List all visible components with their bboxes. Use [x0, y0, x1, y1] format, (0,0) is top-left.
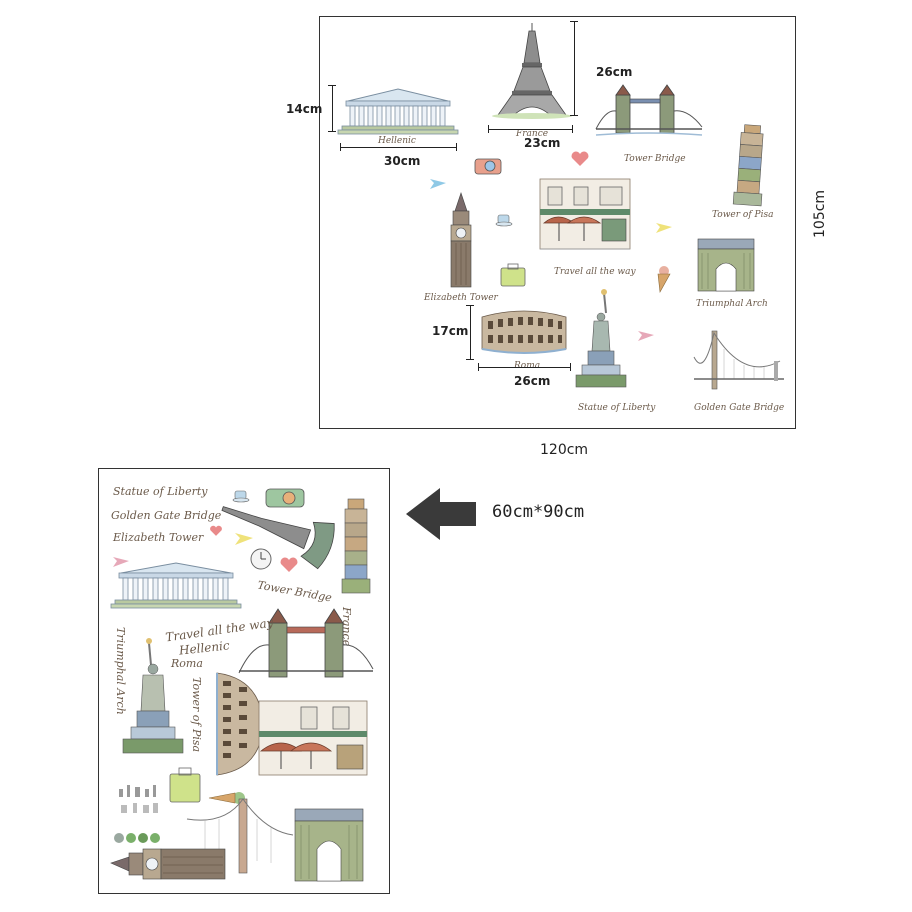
b-eiffel-tower-illustration — [221, 506, 335, 570]
eiffel-height-tick-top — [570, 21, 578, 22]
b-tower-bridge-illustration — [238, 608, 374, 678]
colosseum-width-tick-right — [570, 363, 571, 371]
golden-gate-bridge-illustration — [693, 330, 784, 390]
suitcase-icon — [500, 263, 526, 287]
eiffel-width-line — [488, 129, 572, 130]
eiffel-height-tick-bottom — [570, 115, 578, 116]
colosseum-height-line — [470, 305, 471, 359]
hellenic-width-tick-left — [340, 143, 341, 151]
travel-caption: Travel all the way — [554, 267, 636, 277]
colosseum-width-line — [478, 367, 570, 368]
eiffel-caption: France — [516, 129, 549, 139]
b-paper-plane-yellow-icon — [235, 533, 253, 545]
b-triumphal-arch-illustration — [294, 808, 364, 882]
paper-plane-yellow-icon — [656, 223, 672, 233]
colosseum-width-tick-left — [478, 363, 479, 371]
heart-icon — [571, 151, 589, 166]
b-golden-gate-bridge-illustration — [186, 798, 294, 874]
top-height-label: 105cm — [812, 189, 828, 238]
arrow-left-icon — [406, 488, 476, 540]
colosseum-height-tick-bottom — [466, 359, 474, 360]
b-heart-icon-2 — [280, 557, 298, 572]
b-suitcase-icon — [169, 767, 201, 803]
bottom-size-label: 60cm*90cm — [492, 502, 585, 522]
tower-bridge-illustration — [595, 84, 703, 136]
hellenic-width-tick-right — [456, 143, 457, 151]
bottom-preview-frame: Statue of Liberty Golden Gate Bridge Eli… — [98, 468, 390, 894]
cafe-scene-illustration — [539, 178, 631, 250]
hellenic-width-label: 30cm — [384, 154, 421, 168]
liberty-caption: Statue of Liberty — [578, 403, 656, 413]
hellenic-caption: Hellenic — [378, 136, 416, 146]
colosseum-height-label: 17cm — [432, 324, 469, 338]
b-elizabeth-caption: Elizabeth Tower — [113, 531, 204, 544]
big-ben-illustration — [450, 192, 472, 288]
b-golden-gate-caption: Golden Gate Bridge — [111, 509, 222, 522]
b-roma-caption: Roma — [171, 657, 203, 670]
eiffel-width-tick-left — [488, 125, 489, 133]
b-heart-icon — [210, 525, 222, 536]
paper-plane-blue-icon — [430, 179, 446, 189]
b-statue-of-liberty-illustration — [122, 638, 184, 754]
colosseum-caption: Roma — [514, 361, 541, 371]
eiffel-height-line — [574, 21, 575, 115]
paper-plane-pink-icon — [638, 331, 654, 341]
b-pisa-caption: Tower of Pisa — [190, 677, 203, 753]
hellenic-width-line — [340, 147, 456, 148]
b-colosseum-illustration — [216, 672, 264, 776]
parthenon-illustration — [337, 88, 459, 135]
coffee-cup-icon — [495, 214, 513, 227]
arch-caption: Triumphal Arch — [696, 299, 768, 309]
b-pisa-tower-illustration — [341, 498, 371, 594]
hellenic-height-label: 14cm — [286, 102, 323, 116]
eiffel-tower-illustration — [492, 23, 572, 119]
triumphal-arch-illustration — [697, 238, 755, 292]
tower-bridge-caption: Tower Bridge — [624, 154, 686, 164]
b-camera-icon — [265, 488, 305, 508]
eiffel-width-label: 23cm — [524, 136, 561, 150]
hellenic-height-tick-bottom — [328, 131, 336, 132]
top-preview-frame: Hellenic 14cm 30cm France 26cm 23cm Towe — [286, 16, 796, 429]
colosseum-illustration — [481, 310, 567, 354]
elizabeth-caption: Elizabeth Tower — [424, 293, 498, 303]
statue-of-liberty-illustration — [575, 289, 627, 388]
camera-icon — [474, 158, 502, 175]
ice-cream-icon — [657, 266, 671, 293]
pisa-tower-illustration — [732, 124, 764, 207]
b-big-ben-illustration — [110, 848, 226, 880]
top-width-label: 120cm — [540, 442, 589, 458]
b-paper-plane-pink-icon — [113, 557, 129, 567]
b-tower-bridge-caption: Tower Bridge — [256, 578, 333, 605]
b-coffee-cup-icon — [232, 490, 250, 503]
b-small-icons-cluster — [119, 785, 158, 813]
colosseum-height-tick-top — [466, 305, 474, 306]
b-liberty-caption: Statue of Liberty — [113, 485, 208, 498]
hellenic-height-line — [332, 85, 333, 131]
pisa-caption: Tower of Pisa — [712, 210, 774, 220]
eiffel-width-tick-right — [572, 125, 573, 133]
hellenic-height-tick-top — [328, 85, 336, 86]
b-clock-icon — [250, 548, 272, 570]
b-cafe-scene-illustration — [258, 700, 368, 776]
colosseum-width-label: 26cm — [514, 374, 551, 388]
b-parthenon-illustration — [110, 562, 242, 609]
golden-gate-caption: Golden Gate Bridge — [694, 403, 785, 413]
eiffel-height-label: 26cm — [596, 65, 633, 79]
b-green-badges — [114, 833, 160, 843]
